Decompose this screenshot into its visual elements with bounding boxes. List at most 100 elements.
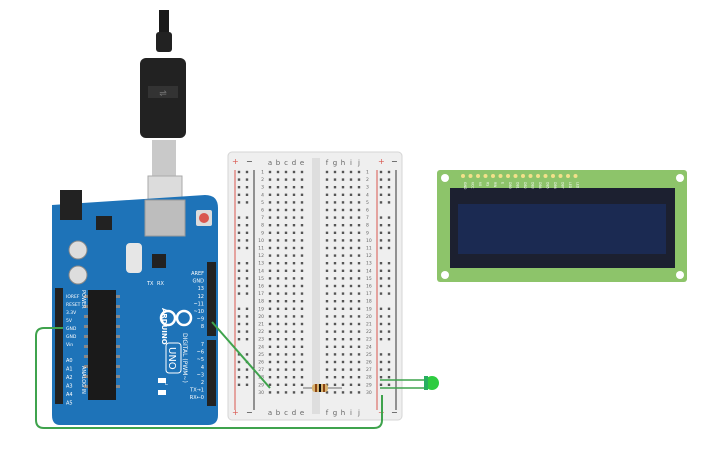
- row-number: 1: [366, 170, 369, 176]
- atmega-chip: [88, 290, 116, 400]
- lcd-pin-label: RW: [493, 182, 497, 188]
- analog-pin-label: A1: [66, 367, 73, 373]
- row-number: 14: [258, 268, 264, 274]
- power-header: [55, 288, 63, 352]
- row-number: 17: [366, 291, 372, 297]
- resistor[interactable]: [303, 384, 342, 392]
- lcd-pin[interactable]: [558, 174, 563, 178]
- row-number: 16: [366, 284, 372, 290]
- lcd-pin-label: DB0: [508, 182, 512, 189]
- lcd-pin[interactable]: [491, 174, 495, 178]
- brand-label: ARDUINO: [160, 308, 168, 345]
- digital-pin-label: GND: [193, 279, 205, 285]
- lcd-pin[interactable]: [476, 174, 480, 178]
- lcd-pin[interactable]: [543, 174, 548, 178]
- row-number: 22: [258, 329, 264, 335]
- row-number: 1: [261, 170, 264, 176]
- row-number: 7: [261, 215, 264, 221]
- analog-pin-label: A3: [66, 384, 73, 390]
- lcd-pin[interactable]: [521, 174, 525, 178]
- row-number: 21: [258, 322, 264, 328]
- lcd-pin[interactable]: [461, 174, 465, 178]
- analog-pin-label: A5: [66, 401, 73, 407]
- analog-pin-label: A0: [66, 358, 73, 364]
- lcd-pin-label: LED: [576, 182, 580, 189]
- row-number: 29: [258, 382, 264, 388]
- row-number: 27: [366, 367, 372, 373]
- usb-port: [144, 199, 186, 237]
- row-number: 8: [261, 223, 264, 229]
- rail-plus-right: +: [378, 157, 385, 166]
- lcd-pin[interactable]: [528, 174, 533, 178]
- breadboard-holes: [237, 170, 391, 394]
- lcd-pin[interactable]: [551, 174, 555, 178]
- row-number: 3: [366, 185, 369, 191]
- column-label: c: [284, 409, 288, 417]
- digital-header-top: [207, 262, 216, 336]
- digital-pin-label: 12: [198, 294, 204, 300]
- rail-minus-right-bottom: −: [391, 408, 398, 417]
- lcd-pin-label: V0: [478, 182, 482, 186]
- row-number: 23: [258, 337, 264, 343]
- row-number: 16: [258, 284, 264, 290]
- column-label: e: [300, 409, 304, 417]
- column-label: f: [326, 409, 329, 417]
- digital-header-bottom: [207, 340, 216, 406]
- tx-led-label: TX: [146, 281, 154, 287]
- row-number: 6: [366, 208, 369, 214]
- row-number: 13: [366, 261, 372, 267]
- row-number: 21: [366, 322, 372, 328]
- lcd-pin[interactable]: [573, 174, 578, 178]
- row-number: 26: [366, 360, 372, 366]
- lcd-pin[interactable]: [468, 174, 473, 178]
- rail-minus-right: −: [391, 157, 398, 166]
- row-number: 10: [366, 238, 372, 244]
- lcd-pin[interactable]: [498, 174, 503, 178]
- lcd-pin-label: DB7: [561, 182, 565, 189]
- lcd-pin-label: DB4: [538, 182, 542, 189]
- row-number: 9: [366, 230, 369, 236]
- row-number: 6: [261, 208, 264, 214]
- analog-label: ANALOG IN: [80, 366, 86, 394]
- lcd-pin[interactable]: [506, 174, 510, 178]
- arduino-logo: [159, 309, 193, 327]
- lcd-pin[interactable]: [566, 174, 570, 178]
- lcd-pin[interactable]: [513, 174, 518, 178]
- wire-pin9[interactable]: [211, 321, 271, 389]
- row-number: 11: [258, 246, 264, 252]
- lcd-pin-label: LED: [568, 182, 572, 189]
- digital-pin-label: ~10: [193, 309, 204, 315]
- lcd-pin[interactable]: [536, 174, 540, 178]
- wire-gnd[interactable]: [35, 327, 383, 429]
- lcd-pin[interactable]: [483, 174, 488, 178]
- green-led[interactable]: [380, 376, 439, 390]
- power-pin-label: 3.3V: [66, 310, 77, 316]
- usb-cable[interactable]: ⇌: [140, 10, 186, 207]
- row-number: 18: [366, 299, 372, 305]
- row-number: 2: [261, 177, 264, 183]
- lcd-screen: [458, 204, 666, 254]
- row-number: 8: [366, 223, 369, 229]
- column-label: h: [341, 159, 345, 167]
- center-channel: [312, 158, 320, 414]
- row-number: 18: [258, 299, 264, 305]
- lcd-pin-label: DB2: [523, 182, 527, 189]
- analog-pin-label: A4: [66, 392, 73, 398]
- row-number: 15: [258, 276, 264, 282]
- rail-plus-left-bottom: +: [232, 408, 239, 417]
- rail-minus-left-bottom: −: [246, 408, 253, 417]
- column-label: j: [357, 159, 360, 167]
- row-number: 15: [366, 276, 372, 282]
- digital-pin-label: 13: [198, 286, 204, 292]
- arduino-board[interactable]: ARDUINO UNO DIGITAL (PWM~) ANALOG IN POW…: [52, 190, 218, 425]
- lcd-pin-label: DB1: [516, 182, 520, 189]
- power-pin-label: GND: [66, 326, 77, 332]
- lcd-pin-label: DB5: [546, 182, 550, 189]
